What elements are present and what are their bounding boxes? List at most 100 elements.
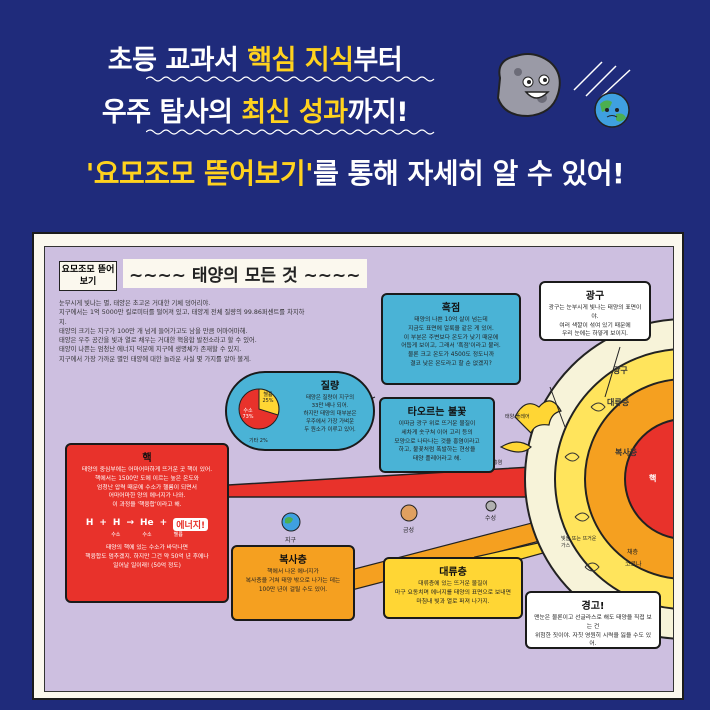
mass-pie-chart [238,388,280,430]
warning-title: 경고! [581,601,605,612]
prominence-line: 하고, 불꽃처럼 폭발하는 현상을 [398,447,476,454]
planet-label-earth: 지구 [285,537,297,544]
sunspot-title: 흑점 [441,303,461,314]
layer-label-core: 핵 [649,474,657,483]
corona-label-chromosphere: 채층 [627,549,639,556]
prominence-label: 홍염 [493,460,503,466]
corona-label-gas: 빛을 또는 뜨거운 가스 [561,536,597,549]
formula-energy: 에너지! [173,517,209,531]
warning-line: 위험한 짓이야. 자칫 영원히 시력을 잃을 수도 있어. [534,632,652,648]
pie-label-helium: 헬륨 25% [262,392,274,404]
planet-label-mercury: 수성 [485,515,497,522]
headline-line-2: 우주 탐사의 최신 성과까지! [0,90,610,129]
core-line: 이 과정을 '핵융합'이라고 해. [112,502,182,509]
intro-line: 태양은 우주 공간을 빛과 열로 채우는 거대한 핵융합 발전소라고 할 수 있… [59,337,257,345]
pie-label-hydrogen: 수소 73% [242,408,254,420]
core-line: 태양의 중심부에는 어마어마하게 뜨거운 곳 핵이 있어. [81,467,213,473]
headline-line-1: 초등 교과서 핵심 지식부터 [0,38,610,77]
mass-box: 헬륨 25% 수소 73% 기타 2% 질량 태양은 질량이 지구의 33만 배… [225,371,375,451]
radiative-line: 100만 년이 걸릴 수도 있어. [258,586,328,593]
headline-3b: 를 통해 자세히 알 수 있어! [313,157,625,190]
wavy-underline-1 [146,76,435,82]
formula-label: 수소 [142,531,152,538]
core-box: 핵 태양의 중심부에는 어마어마하게 뜨거운 곳 핵이 있어. 핵에서는 150… [65,443,229,603]
radiative-line: 핵에서 나온 에너지가 [267,569,319,575]
formula-plus2: + [159,517,168,528]
intro-paragraph: 눈부시게 빛나는 별, 태양은 초고온 거대한 기체 덩어리야. 지구에서는 1… [59,299,309,364]
sunspot-line: 이 부분은 주변보다 온도가 낮기 때문에 [403,334,499,341]
sunspot-box: 흑점 태양의 나쁜 10억 살이 넘는데 지금도 표면에 얼룩을 같은 게 있어… [381,293,521,385]
photosphere-title: 광구 [585,291,605,302]
sunspot-line: 어둡게 보이고, 그래서 '흑점'이라고 불러. [401,343,501,350]
formula-he: He [140,517,154,528]
core-line: 핵에서는 1500만 도에 이르는 높은 온도와 [95,475,199,482]
corona-label-corona: 코로나 [625,561,642,568]
core-footer: 일어날 일이래! (50억 정도) [113,562,181,569]
photosphere-line: 광구는 눈부시게 빛나는 태양의 표면이야. [548,305,642,320]
photosphere-line: 여러 색깔이 섞여 있기 때문에 [559,322,631,329]
formula-label: 헬륨 [173,531,183,538]
sunspot-line: 지금도 표면에 얼룩을 같은 게 있어. [408,325,494,332]
formula-h2: H [112,517,121,528]
radiative-box: 복사층 핵에서 나온 에너지가 복사층을 거쳐 태양 밖으로 나가는 데는 10… [231,545,355,621]
core-footer: 태양의 핵에 있는 수소가 바닥나면 [105,544,189,551]
headline-2b: 까지! [347,97,409,128]
intro-line: 태양의 크기는 지구가 100만 개 넘게 들어가고도 남을 만큼 어마어마해. [59,327,248,335]
formula-labels: 수소 수소 헬륨 [67,531,227,538]
headline-1b: 부터 [353,45,403,76]
formula-h1: H [85,517,94,528]
planet-label-venus: 금성 [403,527,415,534]
intro-line: 지구에서 가장 가까운 별인 태양에 대한 놀라운 사실 몇 가지를 알아 볼게… [59,355,252,363]
convective-box: 대류층 대류층에 있는 뜨거운 물질이 마구 요동치며 에너지를 태양의 표면으… [383,557,523,619]
earth-mascot-icon [594,92,630,128]
prominence-title: 타오르는 불꽃 [407,407,467,418]
mass-line: 33만 배나 되어. [311,403,349,409]
sunspot-line: 물론 크고 온도가 4500도 정도니까 [407,352,495,359]
warning-box: 경고! 맨눈은 물론이고 선글라스로 해도 태양을 직접 보는 건 위험한 짓이… [525,591,661,649]
formula-arrow: → [126,517,135,528]
headline-2-highlight: 최신 성과 [241,97,348,128]
sunspot-line: 태양의 나쁜 10억 살이 넘는데 [414,317,488,323]
speed-lines-icon [573,61,631,97]
mass-line: 하지만 태양의 대부분은 [303,411,357,417]
prominence-line: 세차게 솟구쳐 이어 고리 등의 [401,429,473,436]
section-tag: 요모조모 뜯어보기 [59,261,117,291]
mass-line: 우주에서 가장 가벼운 [305,419,355,425]
flare-label: 태양 플레어 [505,414,530,420]
sunspot-line: 결코 낮은 온도라고 할 순 없겠지? [410,360,492,367]
prominence-line: 태양 플레어라고 해. [412,456,462,463]
book-page: 요모조모 뜯어보기 ~~~~ 태양의 모든 것 ~~~~ 눈부시게 빛나는 별,… [32,232,684,700]
headline-1-highlight: 핵심 지식 [247,45,354,76]
asteroid-mascot-icon [496,53,561,118]
book-title-text: 태양의 모든 것 [191,266,298,286]
headline-3-highlight: '요모조모 뜯어보기' [85,157,314,190]
headline-2a: 우주 탐사의 [101,97,242,128]
book-title: ~~~~ 태양의 모든 것 ~~~~ [123,259,367,288]
book-illustration: 요모조모 뜯어보기 ~~~~ 태양의 모든 것 ~~~~ 눈부시게 빛나는 별,… [44,246,674,692]
intro-line: 눈부시게 빛나는 별, 태양은 초고온 거대한 기체 덩어리야. [59,300,211,307]
radiative-title: 복사층 [279,555,307,566]
convective-line: 마구 요동치며 에너지를 태양의 표면으로 보내면 [395,589,511,596]
intro-line: 지구에서는 1억 5000만 킬로미터를 떨어져 있고, 태양계 전체 질량의 … [59,309,305,326]
fusion-formula: H + H → He + 에너지! [67,517,227,531]
convective-line: 대류층에 있는 뜨거운 물질이 [418,581,488,587]
prominence-line: 이따금 광구 위로 뜨거운 물질이 [398,421,476,427]
wavy-underline-2 [146,129,435,135]
pie-label-other: 기타 2% [249,438,268,444]
core-footer: 핵융합도 멈추겠지. 하지만 그건 약 50억 년 후에나 [85,553,209,560]
radiative-line: 복사층을 거쳐 태양 밖으로 나가는 데는 [245,577,341,584]
layer-label-radiative: 복사층 [615,448,638,457]
convective-line: 마침내 빛과 열로 퍼져 나가지. [416,598,490,605]
photosphere-line: 우리 눈에는 하얗게 보이지. [561,331,629,338]
formula-label: 수소 [111,531,121,538]
warning-line: 맨눈은 물론이고 선글라스로 해도 태양을 직접 보는 건 [534,615,652,630]
convective-title: 대류층 [439,567,467,578]
core-title: 핵 [142,453,152,464]
mass-line: 태양은 질량이 지구의 [305,395,355,401]
core-line: 엄청난 압력 때문에 수소가 헬륨이 되면서 [97,484,197,491]
core-line: 어마어마한 양의 에너지가 나와. [108,493,186,500]
mass-line: 두 원소가 이루고 있어. [304,427,356,433]
formula-plus1: + [99,517,107,528]
headline-1a: 초등 교과서 [107,45,248,76]
prominence-box: 타오르는 불꽃 이따금 광구 위로 뜨거운 물질이 세차게 솟구쳐 이어 고리 … [379,397,495,473]
